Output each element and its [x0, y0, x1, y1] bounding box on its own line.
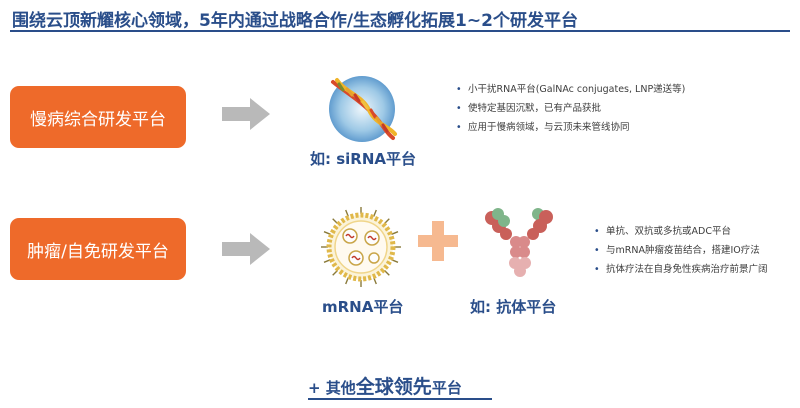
chronic-platform-label: 慢病综合研发平台 [30, 109, 166, 130]
tumor-immune-platform-label: 肿瘤/自免研发平台 [27, 241, 169, 262]
other-suffix: 平台 [431, 379, 462, 397]
bottom-underline [308, 398, 492, 400]
right-arrow-icon [222, 98, 270, 130]
global-leading-emphasis: 全球领先 [355, 376, 432, 398]
title-divider [10, 30, 790, 32]
plus-icon [418, 221, 458, 261]
lipid-nanoparticle-icon [321, 207, 401, 287]
tumor-immune-platform-bullets: 单抗、双抗或多抗或ADC平台 与mRNA肿瘤疫苗结合，搭建IO疗法 抗体疗法在自… [594, 222, 768, 279]
chronic-platform-box: 慢病综合研发平台 [10, 86, 186, 148]
chronic-platform-bullets: 小干扰RNA平台(GalNAc conjugates, LNP递送等) 使特定基… [456, 80, 685, 137]
mrna-caption: mRNA平台 [322, 298, 404, 316]
bullet-item: 单抗、双抗或多抗或ADC平台 [594, 222, 768, 241]
other-prefix: + 其他 [308, 379, 356, 397]
antibody-caption: 如: 抗体平台 [470, 298, 557, 316]
bullet-item: 小干扰RNA平台(GalNAc conjugates, LNP递送等) [456, 80, 685, 99]
bullet-item: 使特定基因沉默，已有产品获批 [456, 99, 685, 118]
sirna-caption: 如: siRNA平台 [310, 150, 417, 168]
right-arrow-icon [222, 233, 270, 265]
tumor-immune-platform-box: 肿瘤/自免研发平台 [10, 218, 186, 280]
page-title: 围绕云顶新耀核心领域，5年内通过战略合作/生态孵化拓展1~2个研发平台 [12, 11, 578, 31]
antibody-icon [485, 208, 553, 277]
bullet-item: 应用于慢病领域，与云顶未来管线协同 [456, 118, 685, 137]
other-platforms-note: + 其他全球领先平台 [308, 372, 462, 399]
bullet-item: 抗体疗法在自身免性疾病治疗前景广阔 [594, 260, 768, 279]
bullet-item: 与mRNA肿瘤疫苗结合，搭建IO疗法 [594, 241, 768, 260]
sirna-molecule-icon [329, 76, 397, 142]
